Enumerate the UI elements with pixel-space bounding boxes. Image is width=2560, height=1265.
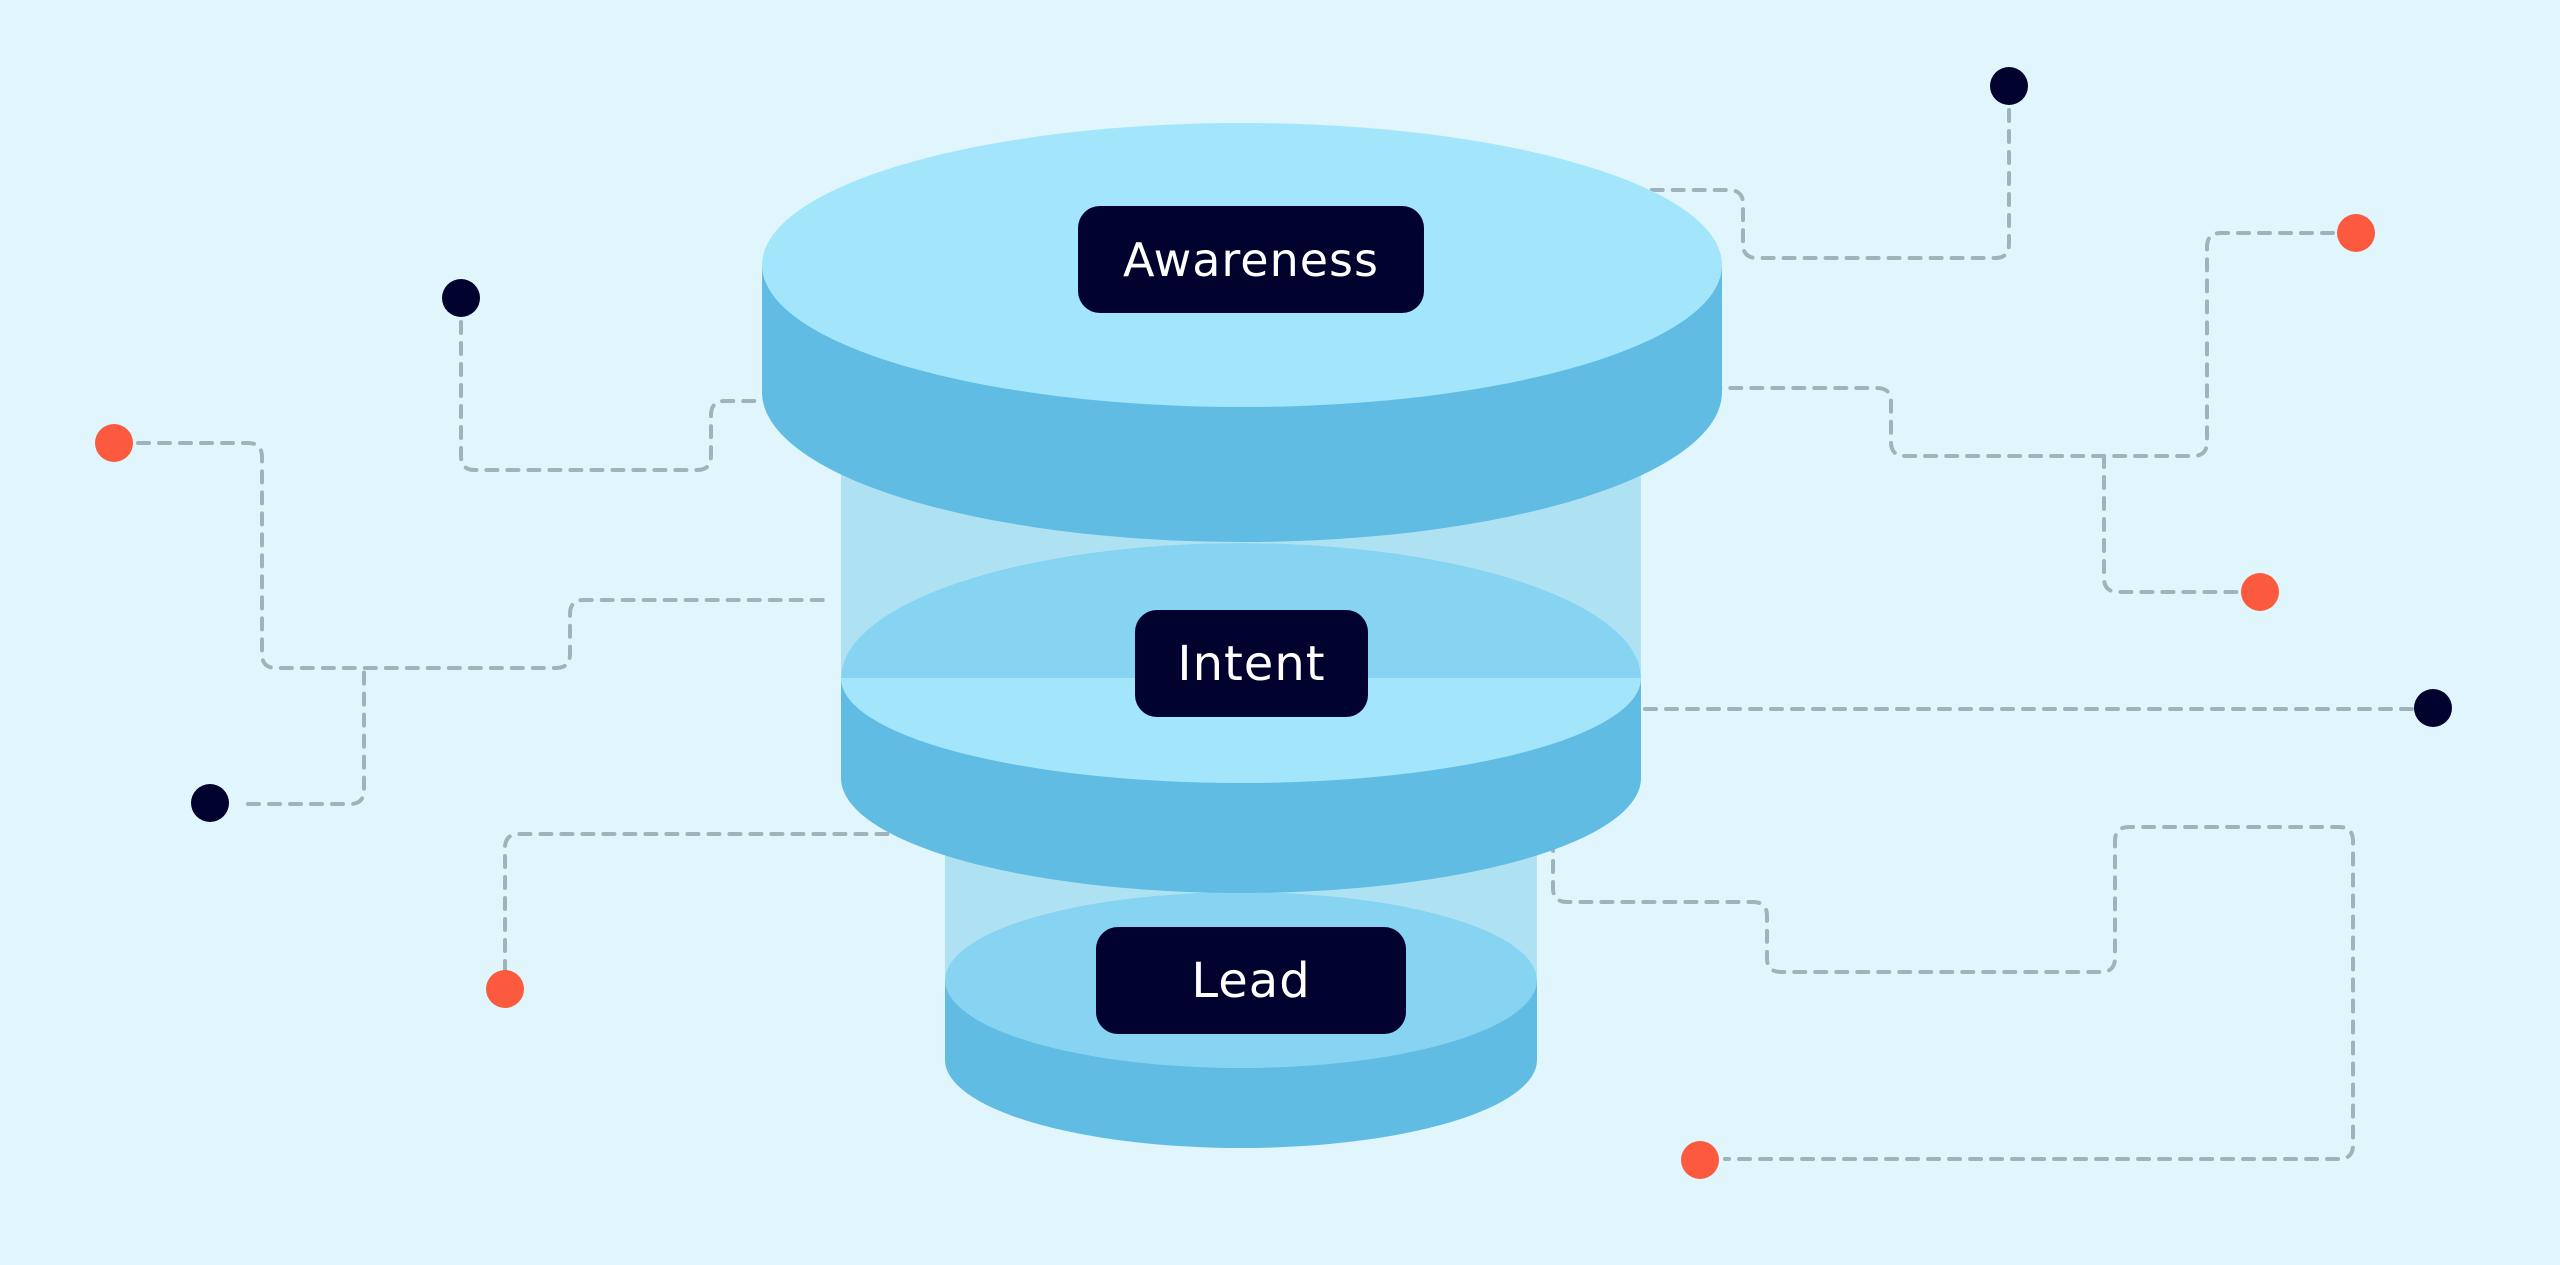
wire-top-left (459, 320, 762, 472)
node-dark-top-left (442, 279, 480, 317)
node-orange-left (95, 424, 133, 462)
node-orange-bottom-left (486, 970, 524, 1008)
node-dark-right (2414, 689, 2452, 727)
wire-bottom-left (503, 832, 902, 974)
node-orange-bottom (1681, 1141, 1719, 1179)
node-orange-top-right (2337, 214, 2375, 252)
wire-top-right (1638, 108, 2011, 260)
wire-left-lower (246, 666, 366, 806)
connector-nodes (95, 67, 2452, 1179)
wire-left (136, 441, 832, 670)
stage-label-lead: Lead (1096, 927, 1406, 1034)
funnel-stage-awareness (762, 123, 1722, 542)
wire-bottom (1551, 825, 2355, 1161)
wire-right-upper (1718, 231, 2335, 458)
node-orange-right-middle (2241, 573, 2279, 611)
wire-right-middle (2102, 454, 2242, 594)
node-dark-left-lower (191, 784, 229, 822)
stage-label-awareness: Awareness (1078, 206, 1424, 313)
node-dark-top-right (1990, 67, 2028, 105)
intent-top-front (841, 678, 1641, 783)
connector-wires (136, 108, 2420, 1161)
stage-label-intent: Intent (1135, 610, 1368, 717)
